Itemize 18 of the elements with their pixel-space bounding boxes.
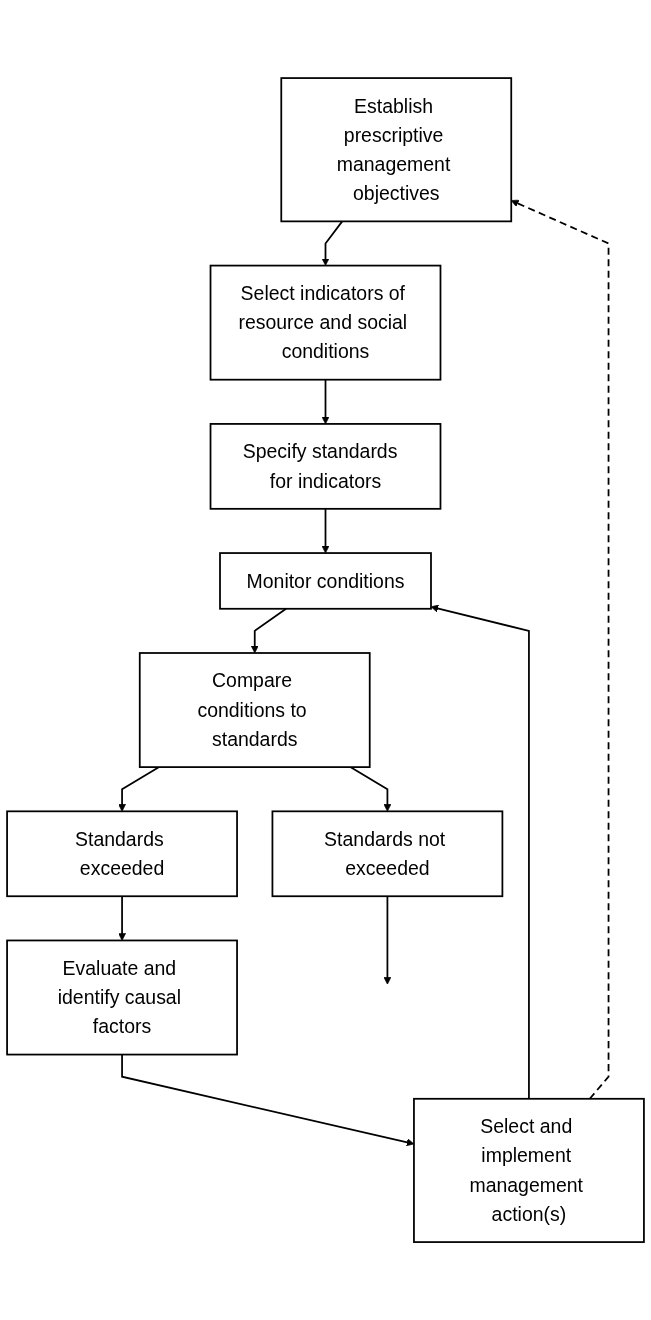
node-box: Specify standards for indicators	[209, 422, 442, 510]
node-box: Evaluate and identify causal factors	[6, 939, 238, 1056]
arrow	[321, 507, 330, 554]
node-box: Select and implement management action(s)	[413, 1097, 645, 1243]
arrow	[250, 607, 287, 654]
node-box: Establish prescriptive management objectives	[280, 77, 513, 223]
arrow	[321, 378, 330, 425]
arrow	[430, 604, 530, 1100]
arrow	[118, 895, 126, 941]
node-box: Select indicators of resource and social conditions	[209, 264, 442, 381]
node-box: Monitor conditions	[219, 552, 432, 610]
arrow	[321, 220, 344, 266]
node-box: Standards exceeded	[6, 810, 238, 898]
arrow	[383, 895, 392, 985]
node-box: Compare conditions to standards	[138, 652, 371, 768]
arrow	[118, 766, 160, 812]
arrow	[349, 766, 392, 812]
node-box: Standards not exceeded	[271, 810, 504, 898]
